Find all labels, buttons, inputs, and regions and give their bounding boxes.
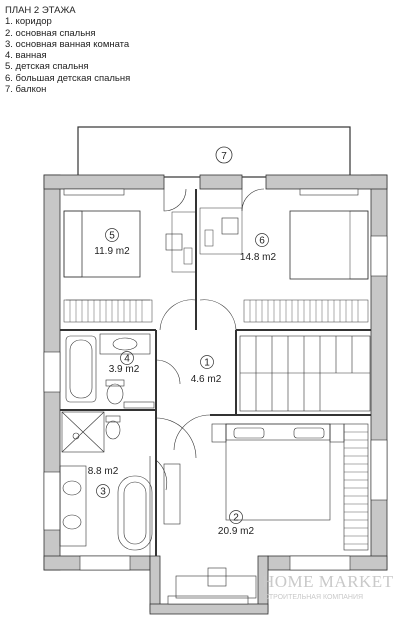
legend-title: ПЛАН 2 ЭТАЖА [5,5,76,16]
watermark-brand: HOME MARKET [262,572,394,591]
balcony: 7 [77,126,351,178]
room-5-area: 11.9 m2 [94,246,130,257]
room-7-number: 7 [221,151,227,162]
room-2-area: 20.9 m2 [218,526,255,537]
room-3-area: 8.8 m2 [88,466,119,477]
room-4-number: 4 [124,354,130,365]
bathroom-3-fixtures [59,411,153,556]
room-1-marker [200,355,214,369]
room-5-furniture [63,210,197,323]
legend-item-4: 4. ванная [5,50,47,62]
room-5-number: 5 [109,231,115,242]
legend-item-6: 6. большая детская спальня [5,72,131,84]
room-labels: 5 11.9 m2 6 14.8 m2 1 4.6 m2 4 3.9 m2 8.… [88,228,277,537]
room-2-marker [229,510,243,524]
outer-walls [43,174,388,615]
legend-item-2: 2. основная спальня [5,27,96,39]
room-3-number: 3 [100,487,106,498]
legend-item-5: 5. детская спальня [5,61,89,73]
room-6-furniture [199,207,369,323]
room-4-area: 3.9 m2 [109,364,140,375]
room-6-marker [255,233,269,247]
interior-walls [60,189,371,556]
room-5-marker [105,228,119,242]
windows [43,188,388,605]
legend-item-7: 7. балкон [5,84,47,96]
room-2-furniture [163,423,369,599]
bathroom-4-fixtures [65,333,155,409]
legend-item-1: 1. коридор [5,16,52,28]
watermark-tagline: СТРОИТЕЛЬНАЯ КОМПАНИЯ [264,594,364,601]
room-1-number: 1 [204,358,210,369]
room-1-area: 4.6 m2 [191,374,222,385]
room-6-number: 6 [259,236,265,247]
room-3-marker [96,484,110,498]
room-2-number: 2 [233,513,239,524]
staircase [239,335,371,412]
plan-legend: ПЛАН 2 ЭТАЖА 1. коридор 2. основная спал… [5,5,130,95]
room-4-marker [120,351,134,365]
legend-item-3: 3. основная ванная комната [5,38,130,50]
room-6-area: 14.8 m2 [240,252,277,263]
room-7-marker [215,146,233,164]
